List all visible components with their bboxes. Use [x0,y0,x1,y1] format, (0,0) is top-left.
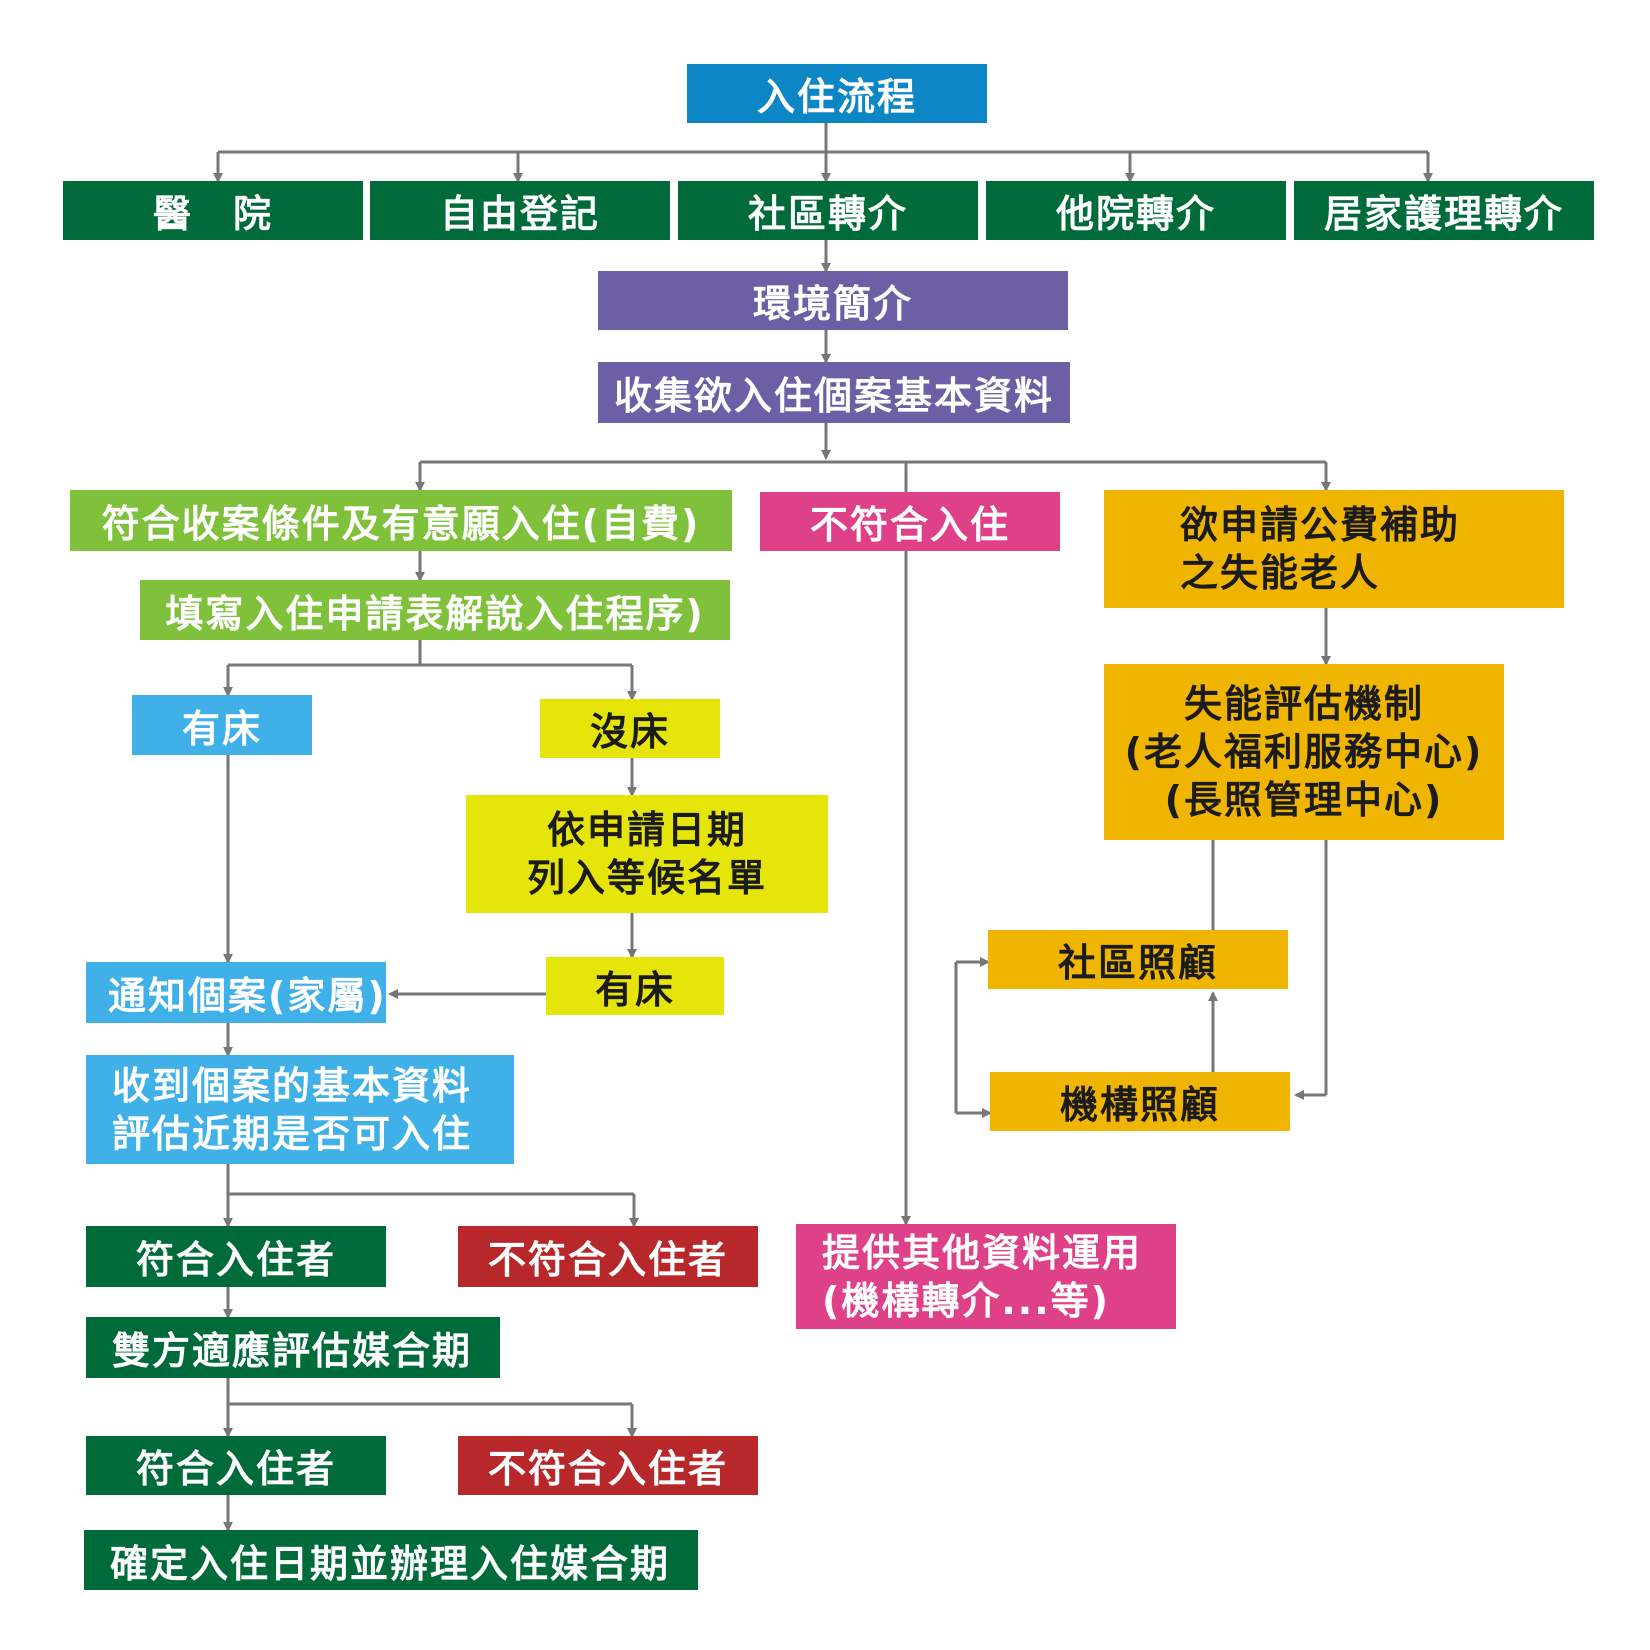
mutual-adaptation: 雙方適應評估媒合期 [86,1317,500,1378]
collect-basic-data-text: 收集欲入住個案基本資料 [613,374,1054,418]
receive-data: 收到個案的基本資料 評估近期是否可入住 [86,1055,514,1164]
source-home-care-referral: 居家護理轉介 [1294,181,1594,240]
source-self-register: 自由登記 [370,181,670,240]
waitlist-has-bed-text: 有床 [594,967,675,1012]
source-other-hospital-referral-text: 他院轉介 [1055,192,1216,236]
disability-assessment-line2: (老人福利服務中心) [1124,730,1484,774]
other-resources-line1: 提供其他資料運用 [822,1230,1143,1275]
mutual-adaptation-text: 雙方適應評估媒合期 [112,1329,473,1373]
receive-data-line1: 收到個案的基本資料 [112,1063,473,1108]
other-resources: 提供其他資料運用 (機構轉介...等) [796,1224,1176,1329]
environment-intro: 環境簡介 [598,271,1068,330]
institution-care-text: 機構照顧 [1059,1083,1220,1127]
eligible-second: 符合入住者 [86,1436,386,1495]
waitlist-line2: 列入等候名單 [526,856,767,900]
waitlist-has-bed: 有床 [546,957,724,1015]
receive-data-line2: 評估近期是否可入住 [112,1111,473,1156]
public-subsidy-line1: 欲申請公費補助 [1180,503,1461,547]
ineligible-second-text: 不符合入住者 [487,1447,728,1491]
ineligible-first-text: 不符合入住者 [487,1238,728,1282]
institution-care: 機構照顧 [990,1072,1290,1131]
notify-family-text: 通知個案(家屬) [108,974,387,1018]
community-care: 社區照顧 [988,930,1288,989]
notify-family: 通知個案(家屬) [86,962,386,1023]
eligible-self-pay: 符合收案條件及有意願入住(自費) [70,490,732,551]
disability-assessment: 失能評估機制 (老人福利服務中心) (長照管理中心) [1104,664,1504,840]
has-bed-text: 有床 [181,706,262,751]
flow-title-text: 入住流程 [756,75,917,119]
collect-basic-data: 收集欲入住個案基本資料 [598,362,1070,423]
source-other-hospital-referral: 他院轉介 [986,181,1286,240]
not-eligible-text: 不符合入住 [809,503,1010,547]
waitlist-line1: 依申請日期 [546,808,747,852]
disability-assessment-line3: (長照管理中心) [1164,778,1444,822]
fill-application-text: 填寫入住申請表解說入住程序) [165,591,705,636]
fill-application: 填寫入住申請表解說入住程序) [140,580,730,640]
ineligible-second: 不符合入住者 [458,1436,758,1495]
not-eligible: 不符合入住 [760,492,1060,551]
source-community-referral-text: 社區轉介 [747,192,908,236]
eligible-first-text: 符合入住者 [135,1238,336,1282]
no-bed: 沒床 [540,699,720,758]
has-bed: 有床 [132,695,312,755]
ineligible-first: 不符合入住者 [458,1226,758,1287]
public-subsidy-line2: 之失能老人 [1180,551,1381,595]
source-home-care-referral-text: 居家護理轉介 [1323,192,1564,236]
source-community-referral: 社區轉介 [678,181,978,240]
environment-intro-text: 環境簡介 [752,282,913,326]
source-hospital: 醫 院 [63,181,363,240]
disability-assessment-line1: 失能評估機制 [1183,682,1424,726]
eligible-second-text: 符合入住者 [135,1447,336,1491]
community-care-text: 社區照顧 [1057,941,1218,985]
eligible-first: 符合入住者 [86,1226,386,1287]
eligible-self-pay-text: 符合收案條件及有意願入住(自費) [101,502,701,546]
no-bed-text: 沒床 [589,710,670,754]
source-self-register-text: 自由登記 [439,192,600,236]
confirm-admission-date: 確定入住日期並辦理入住媒合期 [84,1530,698,1590]
confirm-admission-date-text: 確定入住日期並辦理入住媒合期 [110,1541,671,1586]
public-subsidy: 欲申請公費補助 之失能老人 [1104,490,1564,608]
source-hospital-text: 醫 院 [152,192,273,236]
flow-title: 入住流程 [687,64,987,123]
waitlist: 依申請日期 列入等候名單 [466,795,828,913]
other-resources-line2: (機構轉介...等) [822,1278,1111,1323]
